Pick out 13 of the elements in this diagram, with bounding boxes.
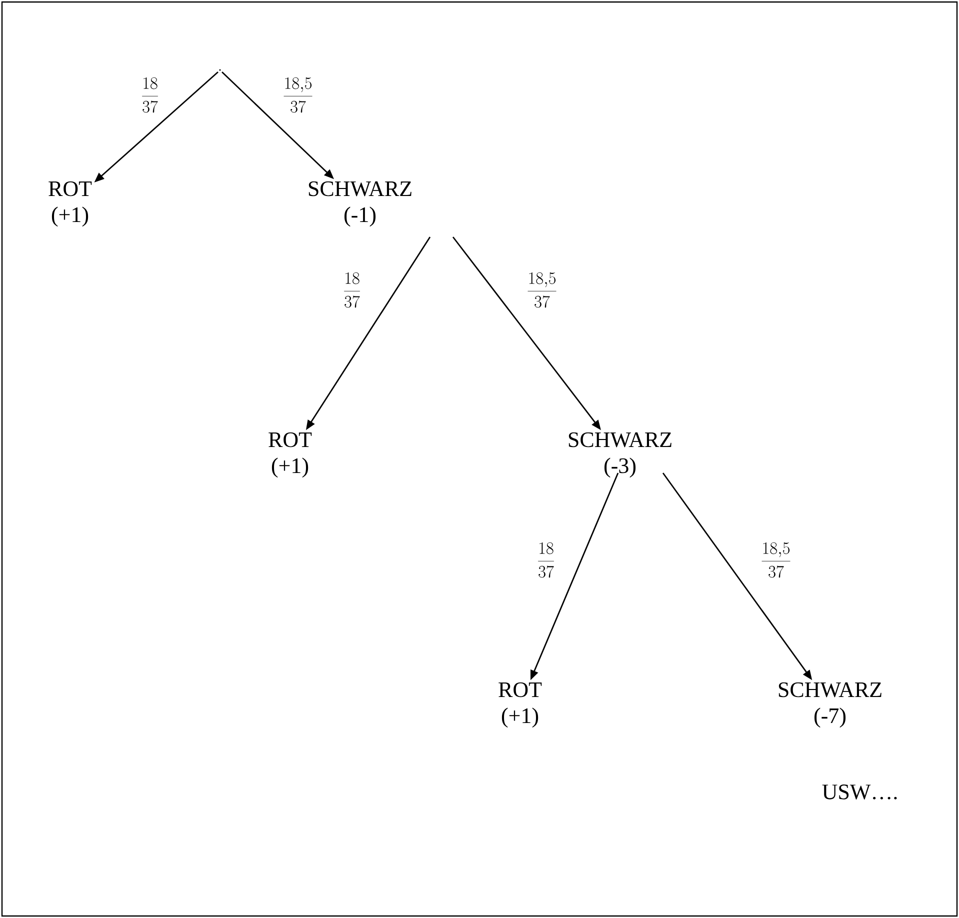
outcome-label: ROT (+1) [48, 181, 92, 227]
probability-fraction: $\frac{18{,}5}{37}$ [284, 77, 312, 113]
outcome-label: ROT (+1) [498, 682, 542, 728]
outcome-label: SCHWARZ (-3) [568, 432, 672, 478]
probability-fraction: $\frac{18}{37}$ [142, 77, 158, 113]
probability-fraction: $\frac{18}{37}$ [538, 542, 554, 578]
probability-fraction: $\frac{18{,}5}{37}$ [528, 272, 556, 308]
note: USW…. [822, 784, 897, 800]
outcome-label: SCHWARZ (-1) [308, 181, 412, 227]
probability-fraction: $\frac{18{,}5}{37}$ [762, 542, 790, 578]
outcome-label: SCHWARZ (-7) [778, 682, 882, 728]
outcome-label: ROT (+1) [268, 432, 312, 478]
probability-fraction: $\frac{18}{37}$ [344, 272, 360, 308]
